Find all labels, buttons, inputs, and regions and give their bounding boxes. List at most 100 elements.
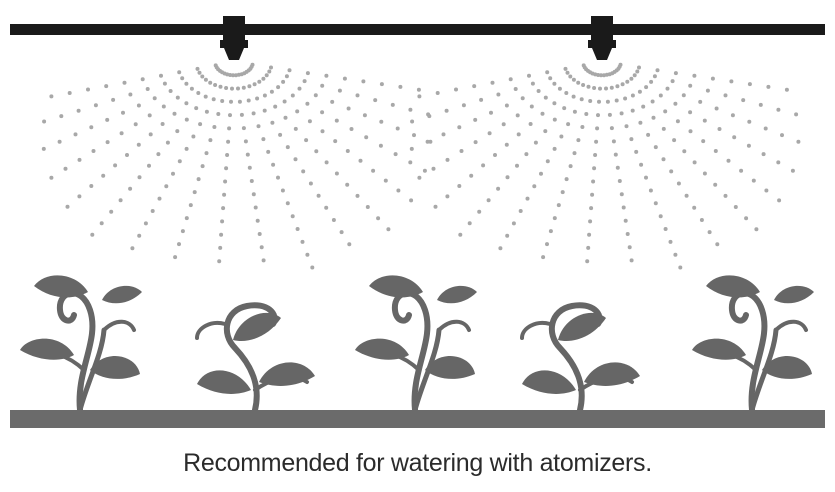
spray-dot [511,221,516,226]
spray-dot [644,175,648,180]
spray-dot [310,265,315,270]
spray-dot [189,86,194,91]
spray-dot [621,205,626,210]
spray-dot [386,227,391,232]
spray-dot [668,239,673,244]
spray-dot [200,74,205,79]
spray-dot [355,93,360,98]
spray-dot [516,132,521,137]
spray-dot [496,186,501,191]
spray-dot [197,70,202,75]
spray-dot [568,74,573,79]
spray-dot [76,108,81,113]
spray-dot [560,190,565,195]
spray-dot [417,175,422,180]
spray-dot [545,242,549,247]
spray-dot [226,139,231,144]
spray-dot [320,83,325,88]
spray-dot [572,151,577,156]
spray-dot [122,80,127,85]
spray-dot [594,139,599,144]
spray-dot [539,171,543,176]
spray-dot [629,258,634,263]
spray-dot [184,101,189,106]
spray-dot [376,216,381,221]
spray-dot [545,159,550,164]
spray-dot [543,95,548,100]
spray-dot [253,205,258,210]
spray-dot [320,110,325,115]
spray-dot [177,70,182,75]
spray-dot [590,192,595,197]
spray-dot [739,168,744,173]
spray-dot [269,65,273,70]
spray-dot [746,143,751,148]
spray-dot [305,252,310,257]
spray-dot [556,203,561,208]
spray-dot [267,69,272,74]
spray-dot [307,119,312,124]
spray-dot [692,205,697,210]
spray-dot [293,157,298,162]
spray-dot [203,94,208,99]
spray-dot [710,76,715,81]
spray-dot [398,84,403,89]
spray-dot [379,82,384,87]
spray-dot [337,88,342,93]
spray-dot [581,63,586,68]
spray-dot [713,182,718,187]
spray-dot [596,113,600,118]
spray-dot [213,63,218,68]
spray-dot [637,65,641,70]
spray-dot [496,92,501,97]
spray-dot [416,87,421,92]
spray-dot [776,107,781,112]
spray-dot [637,89,642,94]
spray-dot [383,178,388,183]
spray-dot [345,182,350,187]
spray-dot [77,194,82,199]
spray-dot [93,103,98,108]
spray-dot [548,76,553,81]
spray-dot [308,181,313,186]
spray-dot [408,107,413,112]
spray-dot [255,218,260,223]
spray-dot [251,111,256,116]
spray-dot [441,132,446,137]
spray-dot [204,151,209,156]
spray-dot [595,126,600,131]
spray-dot [217,259,222,264]
spray-dot [161,104,166,109]
spray-dot [208,80,213,85]
spray-dot [581,83,586,87]
spray-dot [543,129,548,134]
spray-dot [566,122,571,127]
spray-dot [121,110,125,115]
spray-dot [529,104,534,109]
spray-dot [670,79,675,84]
spray-dot [65,204,70,209]
spray-dot [285,201,290,206]
spray-dot [723,193,728,198]
spray-dot [324,73,329,78]
spray-dot [713,149,718,153]
spray-dot [527,73,531,78]
spray-dot [515,113,520,118]
spray-dot [530,81,535,86]
spray-dot [701,139,706,144]
spray-dot [684,193,689,198]
spray-dot [589,206,594,211]
spray-dot [175,129,180,134]
spray-dot [754,227,759,232]
spray-dot [646,132,651,137]
ground [10,410,825,428]
spray-dot [625,79,630,84]
spray-left [41,62,433,270]
spray-dot [255,96,260,101]
spray-dot [586,84,591,89]
spray-dot [125,153,129,157]
spray-dot [607,112,612,117]
spray-dot [184,117,189,122]
spray-dot [231,73,235,78]
spray-dot [162,81,167,86]
